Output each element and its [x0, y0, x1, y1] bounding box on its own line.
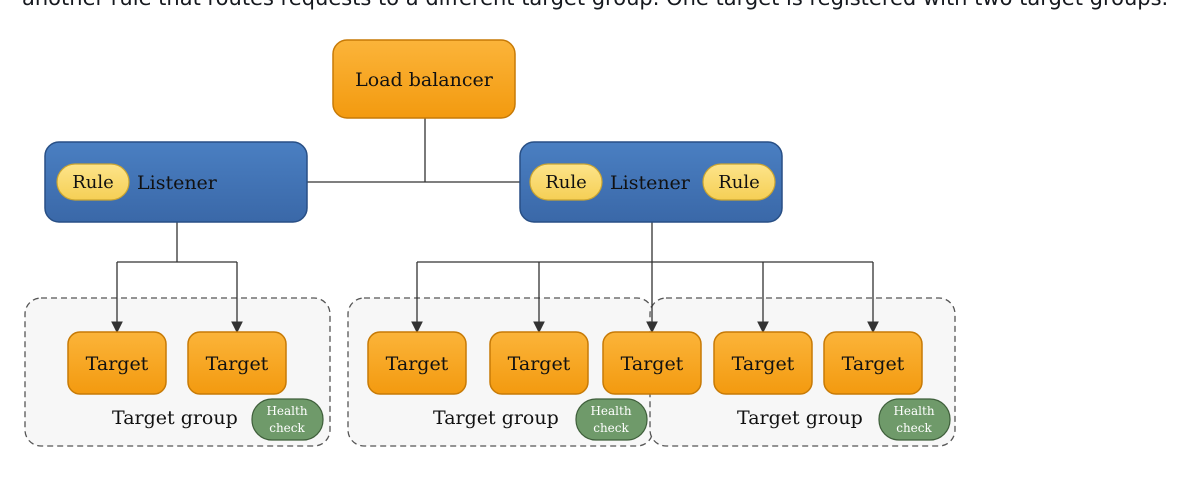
health-check-badge: Health check [575, 398, 648, 441]
target-group-label: Target group [112, 407, 238, 429]
target-node: Target [489, 331, 589, 395]
health-check-line1: Health [266, 404, 307, 418]
target-node: Target [67, 331, 167, 395]
target-node: Target [187, 331, 287, 395]
target-group-label: Target group [433, 407, 559, 429]
listener-right: Rule Listener Rule [519, 141, 783, 223]
rule-label: Rule [718, 172, 760, 193]
target-label: Target [206, 353, 269, 375]
load-balancer-label: Load balancer [355, 69, 494, 91]
health-check-line2: check [269, 421, 305, 435]
health-check-badge: Health check [251, 398, 324, 441]
load-balancer-node: Load balancer [332, 39, 516, 119]
listener-label: Listener [137, 172, 218, 194]
rule-label: Rule [545, 172, 587, 193]
health-check-badge: Health check [878, 398, 951, 441]
rule-pill [702, 163, 776, 201]
health-check-line2: check [896, 421, 932, 435]
target-node: Target [823, 331, 923, 395]
target-label: Target [621, 353, 684, 375]
target-label: Target [86, 353, 149, 375]
target-node: Target [713, 331, 813, 395]
target-node: Target [367, 331, 467, 395]
health-check-line1: Health [893, 404, 934, 418]
target-label: Target [732, 353, 795, 375]
target-label: Target [386, 353, 449, 375]
listener-left: Rule Listener [44, 141, 308, 223]
target-label: Target [508, 353, 571, 375]
intro-text: another rule that routes requests to a d… [22, 0, 1168, 10]
health-check-line1: Health [590, 404, 631, 418]
rule-label: Rule [72, 172, 114, 193]
connectors [111, 118, 879, 334]
shared-target-node: Target [602, 331, 702, 395]
target-group-label: Target group [737, 407, 863, 429]
rule-pill [56, 163, 130, 201]
listener-label: Listener [610, 172, 691, 194]
rule-pill [529, 163, 603, 201]
health-check-line2: check [593, 421, 629, 435]
target-label: Target [842, 353, 905, 375]
